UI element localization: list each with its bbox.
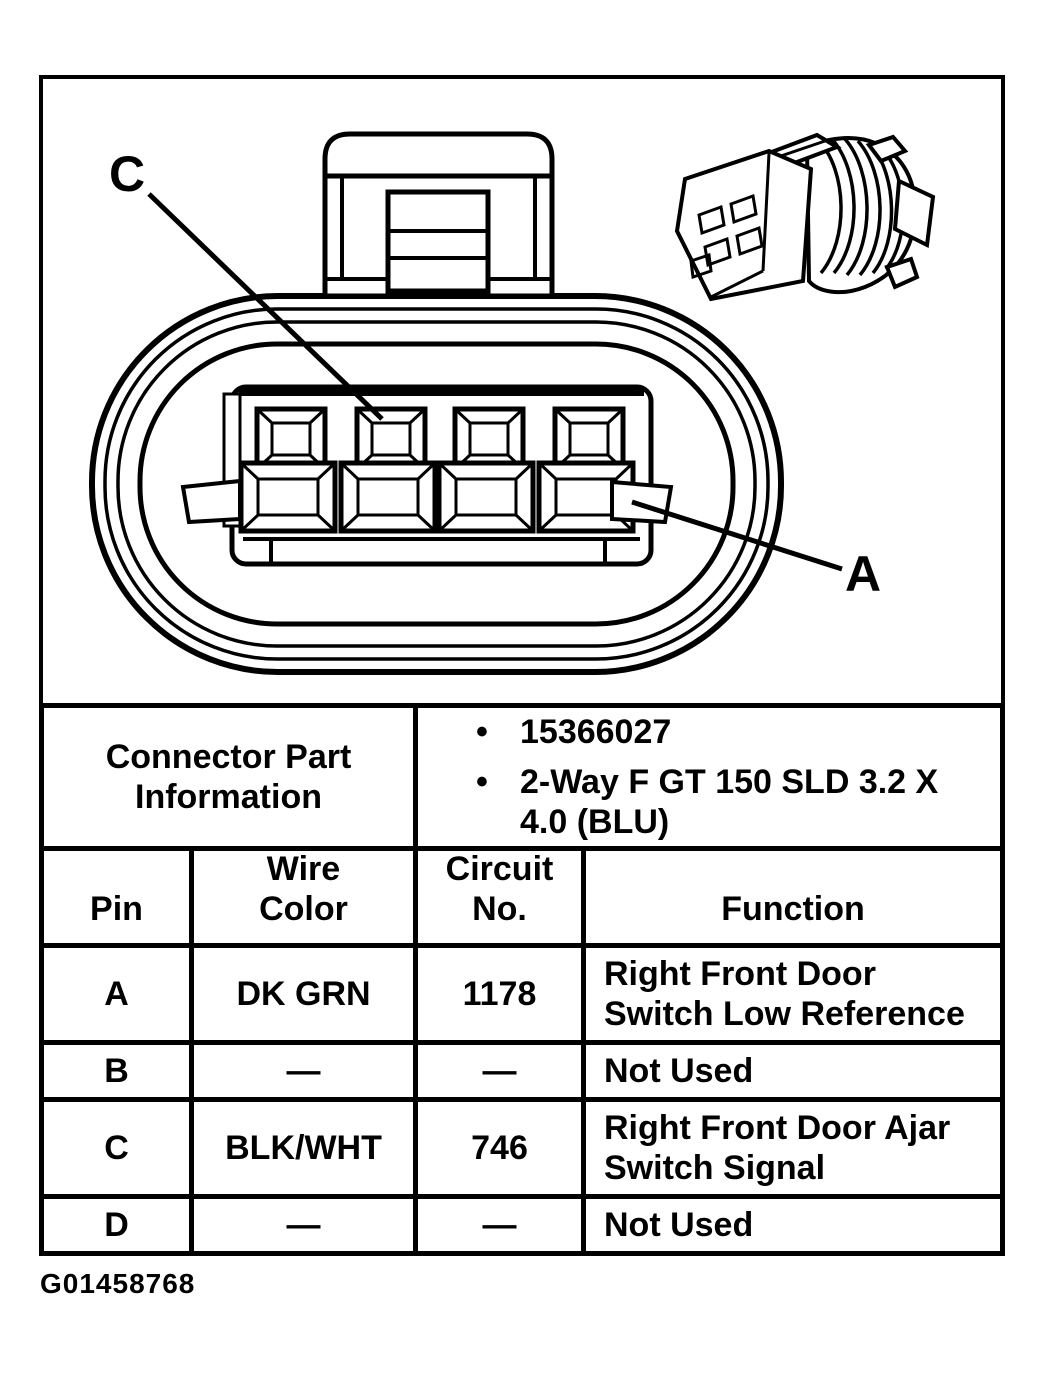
pin-cell: C <box>44 1102 194 1199</box>
wire-color-cell: — <box>194 1199 418 1251</box>
figure-id-caption: G01458768 <box>40 1268 196 1299</box>
circuit-no-cell: — <box>418 1045 586 1102</box>
header-label: Function <box>721 889 865 928</box>
bullet-icon: • <box>476 762 488 801</box>
header-label: Circuit <box>445 849 554 888</box>
connector-3d-illustration <box>674 132 936 302</box>
column-header-function: Function <box>586 851 1000 948</box>
connector-diagram-panel: C A <box>39 75 1005 708</box>
column-header-pin: Pin <box>44 851 194 948</box>
wire-color-cell: — <box>194 1045 418 1102</box>
circuit-no-cell: 746 <box>418 1102 586 1199</box>
connector-latch <box>322 131 555 299</box>
wire-color-cell: BLK/WHT <box>194 1102 418 1199</box>
circuit-no-cell: 1178 <box>418 948 586 1045</box>
pin-cell: B <box>44 1045 194 1102</box>
bullet-icon: • <box>476 712 488 751</box>
header-label: Pin <box>90 889 143 928</box>
function-cell: Right Front Door Switch Low Reference <box>586 948 1000 1045</box>
function-cell: Not Used <box>586 1045 1000 1102</box>
function-cell: Not Used <box>604 1205 754 1244</box>
part-description: 2-Way F GT 150 SLD 3.2 X 4.0 (BLU) <box>520 762 939 842</box>
pin-c-label: C <box>109 146 145 202</box>
part-info-title: Connector Part Information <box>105 737 352 816</box>
pin-cell: D <box>44 1199 194 1251</box>
pin-a-callout: A <box>631 499 881 602</box>
column-header-circuit-no: Circuit No. <box>418 849 586 948</box>
header-label: Wire <box>266 849 341 888</box>
circuit-no-cell: — <box>418 1199 586 1251</box>
part-info-item: • 15366027 <box>476 712 671 752</box>
part-info-item: • 2-Way F GT 150 SLD 3.2 X 4.0 (BLU) <box>476 762 976 842</box>
connector-pinout-table: Connector Part Information • 15366027 • … <box>39 703 1005 1256</box>
part-info-values-cell: • 15366027 • 2-Way F GT 150 SLD 3.2 X 4.… <box>418 708 1000 851</box>
connector-face-diagram: C A <box>89 131 936 675</box>
header-label: No. <box>472 889 527 928</box>
function-cell: Right Front Door Ajar Switch Signal <box>586 1102 1000 1199</box>
pin-c-callout: C <box>109 146 384 421</box>
column-header-wire-color: Wire Color <box>194 849 418 948</box>
part-info-title-cell: Connector Part Information <box>44 708 418 851</box>
pin-a-label: A <box>845 546 881 602</box>
pin-cell: A <box>44 948 194 1045</box>
header-label: Color <box>259 889 348 928</box>
wire-color-cell: DK GRN <box>194 948 418 1045</box>
part-number: 15366027 <box>520 712 672 751</box>
